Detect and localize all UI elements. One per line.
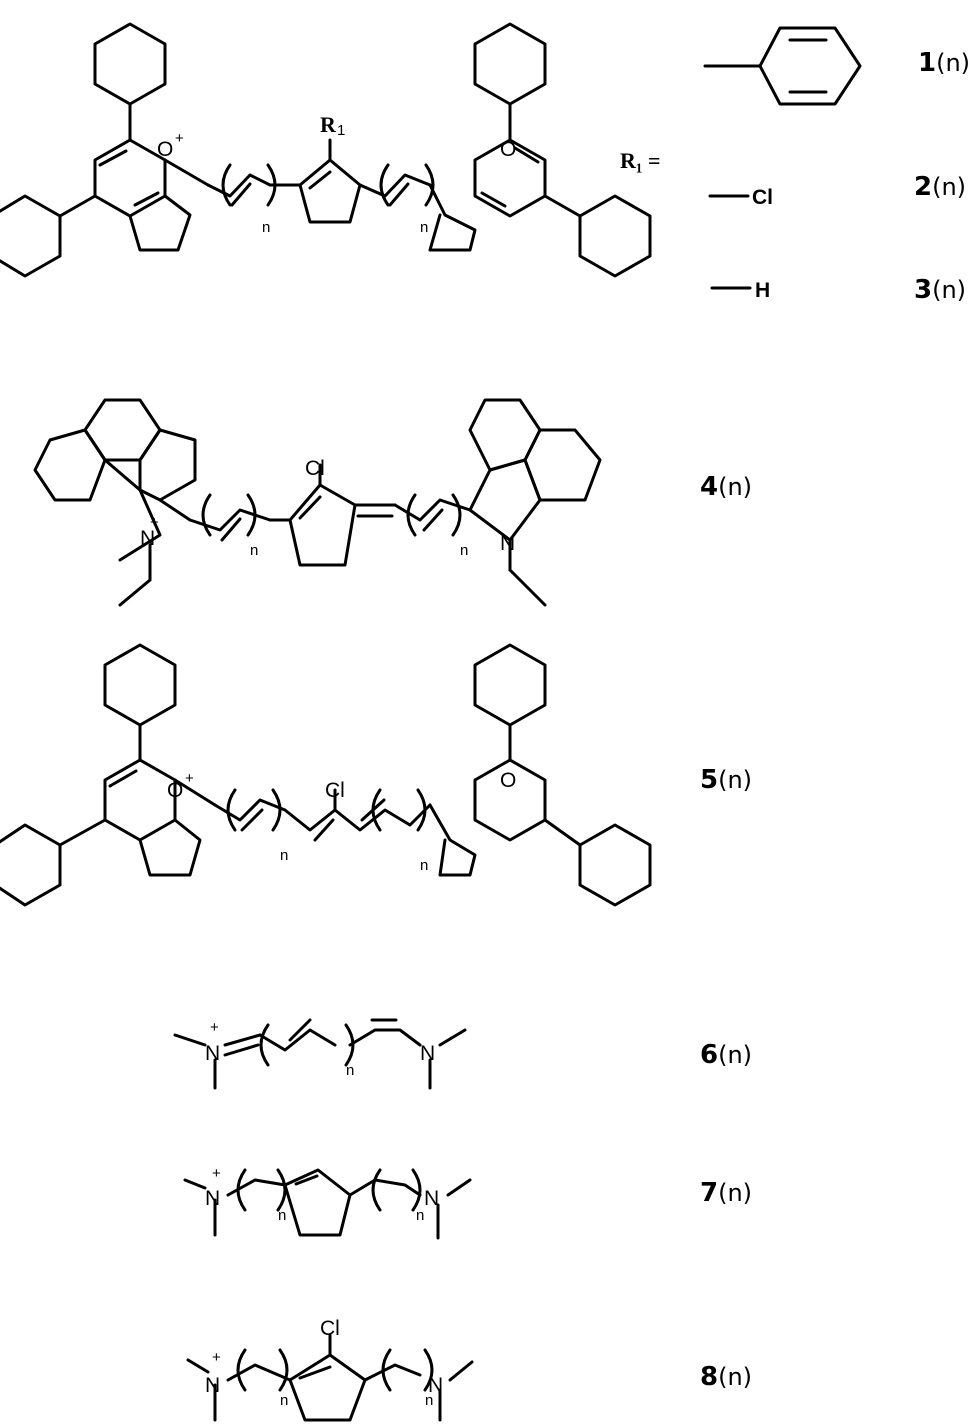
- nitrogen-atom: N: [500, 532, 515, 555]
- charge-mark: +: [212, 1165, 221, 1182]
- compound-label-3: 3(n): [914, 275, 967, 305]
- chlorine-atom: Cl: [752, 186, 773, 209]
- oxygen-atom: O: [157, 138, 173, 161]
- nitrogen-atom: N: [205, 1042, 220, 1065]
- chlorine-atom: Cl: [320, 1317, 340, 1340]
- compound-label-7: 7(n): [700, 1178, 753, 1208]
- repeat-n: n: [420, 857, 428, 874]
- oxygen-atom: O: [500, 769, 516, 792]
- compound-label-1: 1(n): [918, 48, 971, 78]
- repeat-n: n: [460, 542, 468, 559]
- chlorine-atom: Cl: [305, 457, 325, 480]
- repeat-n: n: [346, 1062, 354, 1079]
- oxygen-atom: O: [500, 138, 516, 161]
- structure-1-3: [0, 22, 862, 290]
- structure-6: [173, 1018, 467, 1090]
- nitrogen-atom: N: [420, 1042, 435, 1065]
- repeat-n: n: [278, 1207, 286, 1224]
- repeat-n: n: [262, 219, 270, 236]
- charge-mark: +: [212, 1349, 221, 1366]
- chlorine-atom: Cl: [325, 779, 345, 802]
- compound-label-2: 2(n): [914, 172, 967, 202]
- repeat-n: n: [420, 219, 428, 236]
- nitrogen-atom: N: [428, 1374, 443, 1397]
- repeat-n: n: [280, 1392, 288, 1409]
- charge-mark: +: [185, 770, 194, 787]
- nitrogen-atom: N: [205, 1187, 220, 1210]
- nitrogen-atom: N: [205, 1374, 220, 1397]
- r1-atom: R: [320, 112, 337, 137]
- structure-4: [33, 398, 602, 607]
- repeat-n: n: [250, 542, 258, 559]
- r1-subscript: 1: [337, 122, 345, 139]
- structure-7: [183, 1168, 472, 1240]
- phenyl-group-icon: [758, 26, 862, 106]
- hydrogen-atom: H: [755, 279, 770, 302]
- compound-label-5: 5(n): [700, 765, 753, 795]
- compound-label-6: 6(n): [700, 1040, 753, 1070]
- structure-8: [186, 1333, 474, 1422]
- compound-label-4: 4(n): [700, 472, 753, 502]
- charge-mark: +: [175, 130, 184, 147]
- repeat-n: n: [280, 847, 288, 864]
- compound-label-8: 8(n): [700, 1362, 753, 1392]
- nitrogen-atom: N: [140, 527, 155, 550]
- repeat-n: n: [425, 1392, 433, 1409]
- charge-mark: +: [150, 514, 159, 531]
- oxygen-atom: O: [167, 779, 183, 802]
- r1-equals-label: R₁ =: [620, 148, 661, 173]
- charge-mark: +: [210, 1019, 219, 1036]
- structure-5: [0, 643, 652, 907]
- nitrogen-atom: N: [424, 1187, 439, 1210]
- repeat-n: n: [416, 1207, 424, 1224]
